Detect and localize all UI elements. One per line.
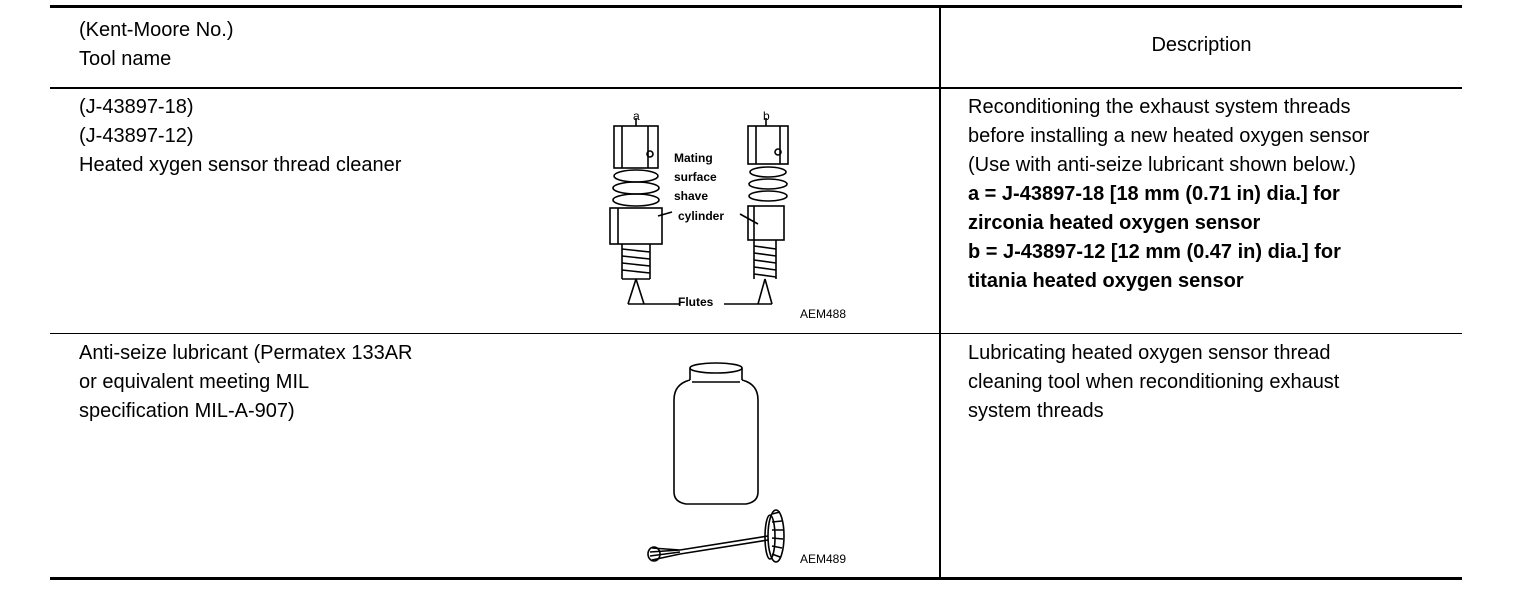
row1-desc-bold-line-4: titania heated oxygen sensor xyxy=(968,270,1244,292)
row1-tool-line-3: Heated xygen sensor thread cleaner xyxy=(79,154,402,176)
table-bottom-rule xyxy=(50,577,1462,580)
row1-desc-bold-line-1: a = J-43897-18 [18 mm (0.71 in) dia.] fo… xyxy=(968,183,1340,205)
row1-desc-bold-line-2: zirconia heated oxygen sensor xyxy=(968,212,1261,234)
figure-code-aem488: AEM488 xyxy=(800,307,846,321)
row1-tool-line-2: (J-43897-12) xyxy=(79,125,194,147)
tool-b-label: b xyxy=(763,109,770,123)
figure-code-aem489: AEM489 xyxy=(800,552,846,566)
lubricant-figure: AEM489 xyxy=(647,362,846,566)
row2-desc-line-3: system threads xyxy=(968,400,1104,422)
header-tool-line-2: Tool name xyxy=(79,48,172,70)
header-tool-line-1: (Kent-Moore No.) xyxy=(79,19,234,41)
row2-tool-line-3: specification MIL-A-907) xyxy=(79,400,295,422)
callout-line-4: cylinder xyxy=(678,209,724,223)
flutes-label: Flutes xyxy=(678,295,714,309)
header-bottom-rule xyxy=(50,87,1462,89)
row1-desc-line-2: before installing a new heated oxygen se… xyxy=(968,125,1370,147)
column-divider xyxy=(939,6,941,579)
callout-line-1: Mating xyxy=(674,151,713,165)
row2-desc-line-2: cleaning tool when reconditioning exhaus… xyxy=(968,371,1340,393)
row2-tool-line-1: Anti-seize lubricant (Permatex 133AR xyxy=(79,342,413,364)
header-description: Description xyxy=(1151,34,1252,56)
row2-tool-line-2: or equivalent meeting MIL xyxy=(79,371,310,393)
row1-desc-line-3: (Use with anti-seize lubricant shown bel… xyxy=(968,154,1356,176)
thread-cleaner-figure: a b Mating surface shave cylinder Flutes… xyxy=(609,109,846,321)
table-top-rule xyxy=(50,5,1462,8)
row-divider-rule xyxy=(50,333,1462,334)
row1-desc-bold-line-3: b = J-43897-12 [12 mm (0.47 in) dia.] fo… xyxy=(968,241,1341,263)
row1-desc-line-1: Reconditioning the exhaust system thread… xyxy=(968,96,1351,118)
tool-a-label: a xyxy=(633,109,640,123)
row1-tool-line-1: (J-43897-18) xyxy=(79,96,194,118)
callout-line-3: shave xyxy=(674,189,708,203)
callout-line-2: surface xyxy=(674,170,717,184)
row2-desc-line-1: Lubricating heated oxygen sensor thread xyxy=(968,342,1331,364)
